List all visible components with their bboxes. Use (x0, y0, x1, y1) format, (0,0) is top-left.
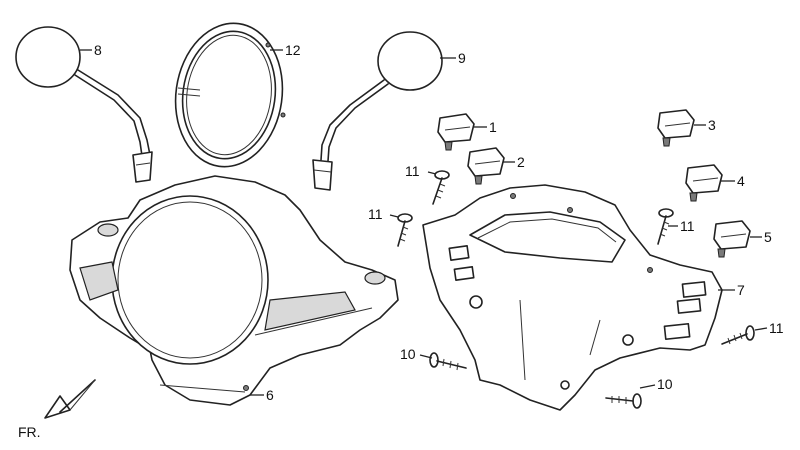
callout-4: 4 (737, 173, 745, 189)
callout-12: 12 (285, 42, 301, 58)
forward-label: FR. (18, 424, 41, 440)
meter-ring (174, 22, 286, 168)
screw-11-left (397, 213, 413, 247)
switch-block-4 (685, 164, 723, 202)
screw-11-top (432, 170, 450, 205)
callout-9: 9 (458, 50, 466, 66)
screw-10-right (605, 393, 642, 409)
callout-8: 8 (94, 42, 102, 58)
callout-3: 3 (708, 117, 716, 133)
callout-1: 1 (489, 119, 497, 135)
front-handle-cover (69, 175, 399, 406)
switch-block-2 (467, 147, 505, 185)
leader-lines (80, 49, 768, 396)
rear-handle-cover (422, 184, 723, 411)
screw-11-right-lower (721, 325, 755, 345)
switch-block-1 (437, 113, 475, 151)
switch-block-5 (713, 220, 751, 258)
callout-11-right-lower: 11 (769, 320, 784, 336)
forward-direction-arrow-icon (44, 379, 96, 419)
callout-11-top: 11 (405, 163, 420, 179)
callout-11-right-upper: 11 (680, 218, 695, 234)
left-mirror (15, 26, 153, 183)
callout-10-right: 10 (657, 376, 673, 392)
switch-block-3 (657, 109, 695, 147)
right-mirror (312, 31, 443, 191)
callout-11-left: 11 (368, 206, 383, 222)
callout-10-left: 10 (400, 346, 416, 362)
callout-2: 2 (517, 154, 525, 170)
callout-7: 7 (737, 282, 745, 298)
callout-6: 6 (266, 387, 274, 403)
screw-11-right-upper (657, 208, 674, 245)
callout-5: 5 (764, 229, 772, 245)
screw-10-left (429, 352, 467, 371)
